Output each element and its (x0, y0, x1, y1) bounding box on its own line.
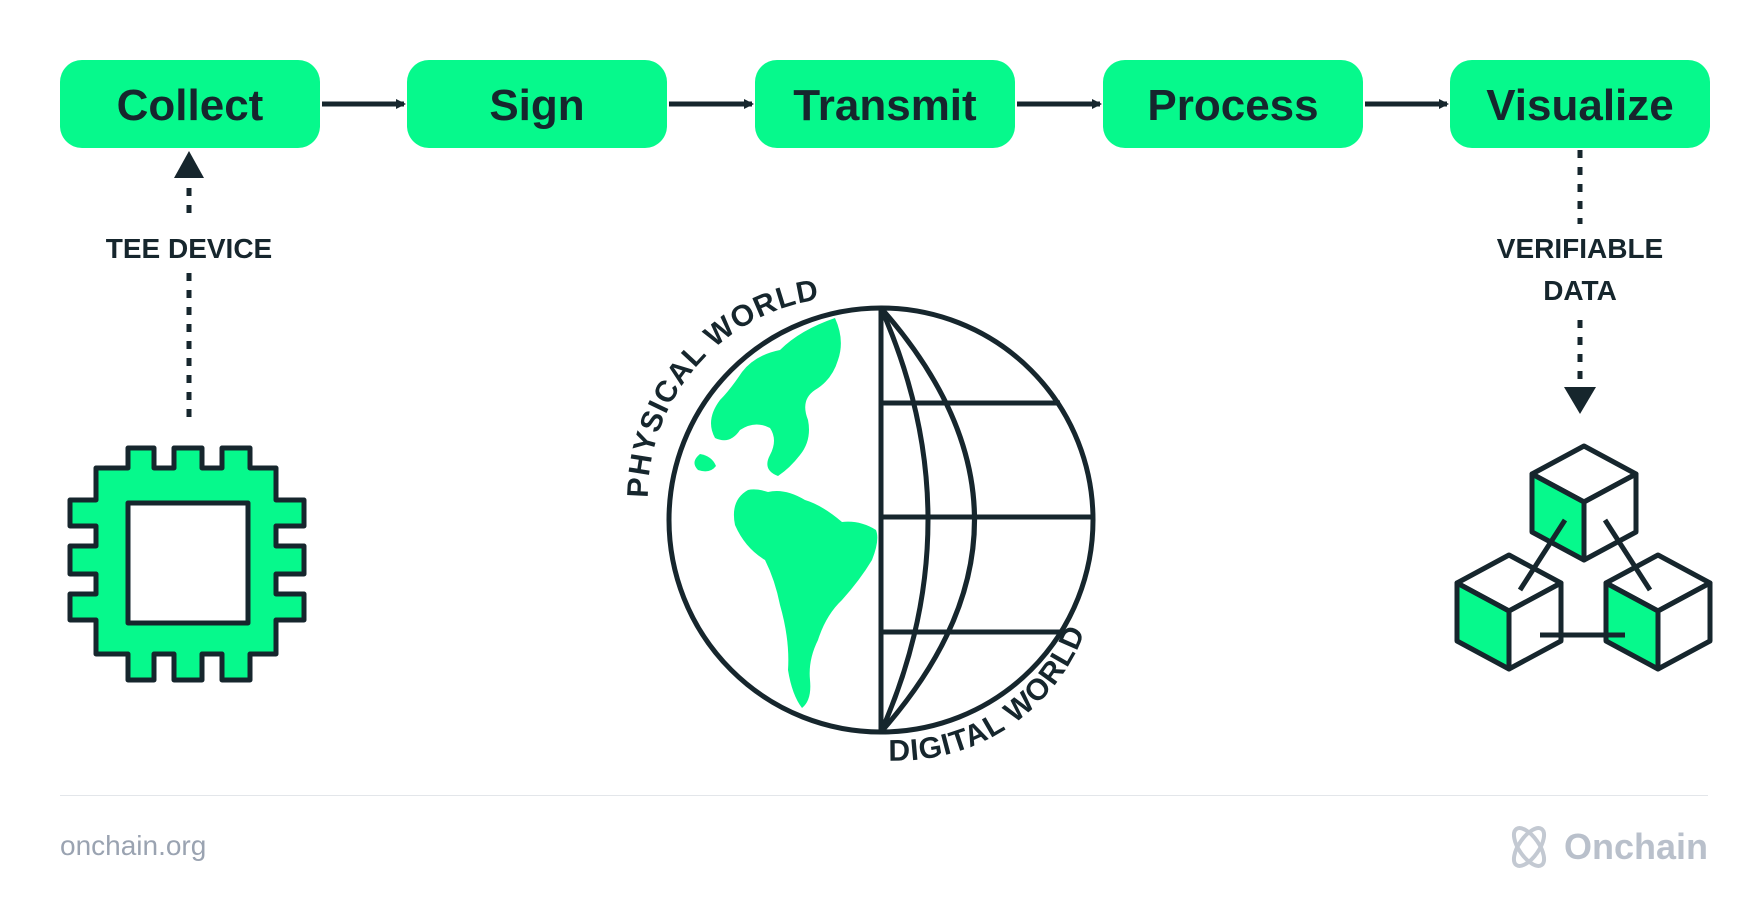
step-collect-label: Collect (117, 81, 264, 130)
verifiable-label-line2: DATA (1543, 275, 1617, 306)
step-transmit-label: Transmit (793, 81, 977, 130)
cube-right (1603, 552, 1713, 672)
step-sign: Sign (407, 60, 667, 148)
footer-brand[interactable]: Onchain (1502, 822, 1708, 872)
blockchain-cubes-icon (1454, 443, 1713, 672)
footer-divider (60, 795, 1708, 796)
step-visualize-label: Visualize (1486, 81, 1674, 130)
link-top-left (1517, 518, 1568, 592)
step-sign-label: Sign (489, 81, 584, 130)
step-collect: Collect (60, 60, 320, 148)
verifiable-label-line1: VERIFIABLE (1497, 233, 1663, 264)
cube-top (1529, 443, 1639, 563)
onchain-logo-icon (1511, 826, 1547, 868)
step-transmit: Transmit (755, 60, 1015, 148)
continents-shape (694, 318, 878, 708)
chip-icon (67, 445, 307, 683)
digital-world-label: DIGITAL WORLD (888, 620, 1092, 767)
globe-icon (666, 305, 1096, 735)
tee-dotted-arrow (174, 151, 204, 417)
tee-device-label: TEE DEVICE (106, 233, 272, 264)
link-top-right (1602, 518, 1653, 592)
footer-url[interactable]: onchain.org (60, 830, 207, 861)
step-visualize: Visualize (1450, 60, 1710, 148)
footer-brand-name: Onchain (1563, 826, 1708, 867)
step-process: Process (1103, 60, 1363, 148)
step-process-label: Process (1147, 81, 1318, 130)
verifiable-dotted-arrow (1564, 150, 1596, 414)
cube-left (1454, 552, 1564, 672)
